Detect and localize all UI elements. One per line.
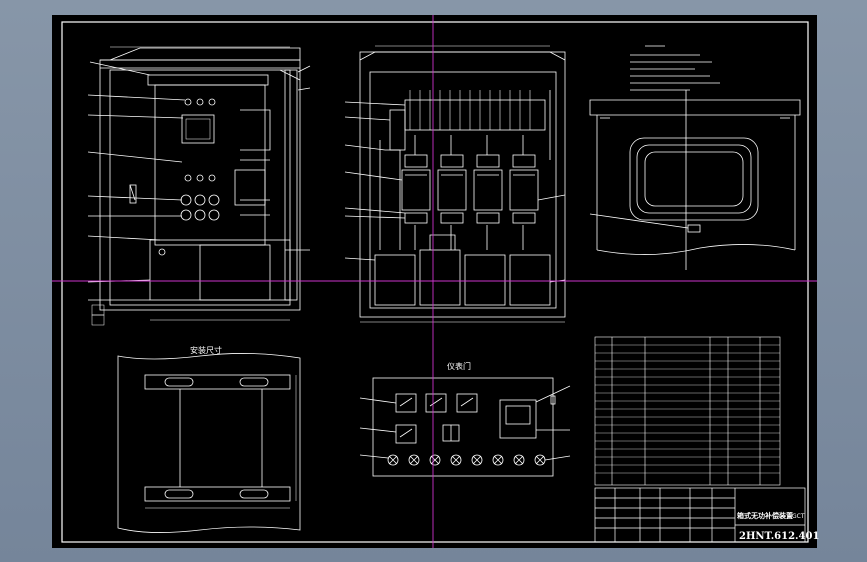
crosshair-cursor xyxy=(52,15,817,548)
title-line-1: 箱式无功补偿装置 xyxy=(737,511,793,520)
side-view-a xyxy=(589,90,801,270)
instrument-door xyxy=(359,377,571,477)
mounting-plan xyxy=(117,353,301,533)
instrument-door-title: 仪表门 xyxy=(447,361,471,371)
interior-view xyxy=(344,45,566,323)
tech-notes xyxy=(630,45,720,91)
parts-list xyxy=(594,336,781,486)
drawing-number: 2HNT.612.401 xyxy=(739,531,819,542)
indicator-lamps xyxy=(387,454,546,466)
mounting-plan-title: 安装尺寸 xyxy=(190,345,222,355)
title-line-2: GCT xyxy=(792,513,805,520)
drawing-frame xyxy=(61,21,809,543)
title-block xyxy=(594,487,806,543)
drawing-canvas[interactable] xyxy=(52,15,817,548)
front-view xyxy=(87,46,311,326)
